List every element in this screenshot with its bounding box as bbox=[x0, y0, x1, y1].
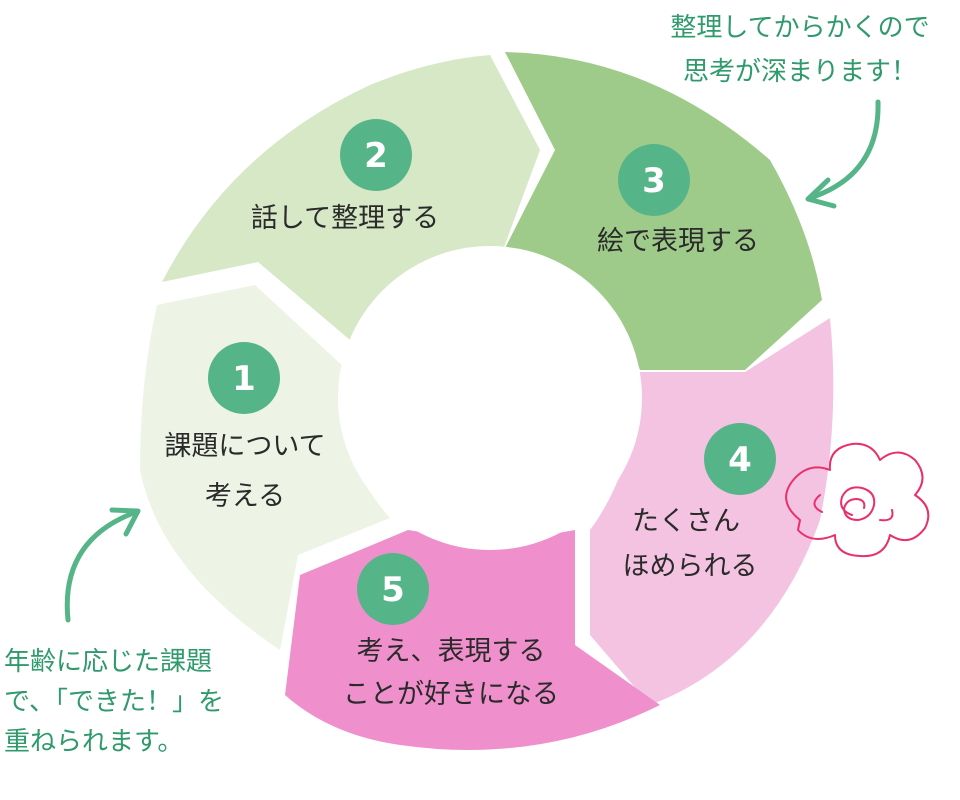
segment-1 bbox=[140, 285, 390, 650]
step-3-badge: 3 bbox=[618, 144, 690, 216]
scribble-flower-icon bbox=[785, 442, 930, 558]
center-hole bbox=[338, 246, 642, 550]
note-bottom-left-line-1: 年齢に応じた課題 bbox=[4, 647, 212, 677]
step-4-number: 4 bbox=[728, 440, 752, 480]
step-2-number: 2 bbox=[364, 136, 388, 176]
step-5-badge: 5 bbox=[357, 553, 429, 625]
curved-arrow-icon bbox=[64, 507, 141, 623]
step-1-label-line-1: 課題について bbox=[164, 431, 325, 462]
step-2-badge: 2 bbox=[340, 119, 412, 191]
step-5-label-line-2: ことが好きになる bbox=[343, 679, 559, 710]
note-top-right-line-2: 思考が深まります！ bbox=[683, 57, 917, 87]
step-4-badge: 4 bbox=[704, 423, 776, 495]
step-3-number: 3 bbox=[642, 161, 666, 201]
note-top-right-line-1: 整理してからかくので bbox=[670, 13, 929, 43]
step-2-label: 話して整理する bbox=[251, 203, 439, 234]
step-5-number: 5 bbox=[381, 570, 405, 610]
step-4-label-line-1: たくさん bbox=[632, 506, 740, 537]
curved-arrow-icon bbox=[805, 99, 881, 209]
note-bottom-left-line-3: 重ねられます。 bbox=[4, 727, 183, 757]
step-4-label-line-2: ほめられる bbox=[623, 551, 758, 582]
step-5-label-line-1: 考え、表現する bbox=[357, 636, 546, 667]
step-1-label-line-2: 考える bbox=[205, 481, 285, 512]
step-3-label: 絵で表現する bbox=[597, 226, 759, 257]
step-1-badge: 1 bbox=[208, 342, 280, 414]
step-1-number: 1 bbox=[232, 359, 256, 399]
segment-4 bbox=[590, 318, 834, 705]
note-bottom-left-line-2: で、「できた！」を bbox=[4, 687, 224, 717]
